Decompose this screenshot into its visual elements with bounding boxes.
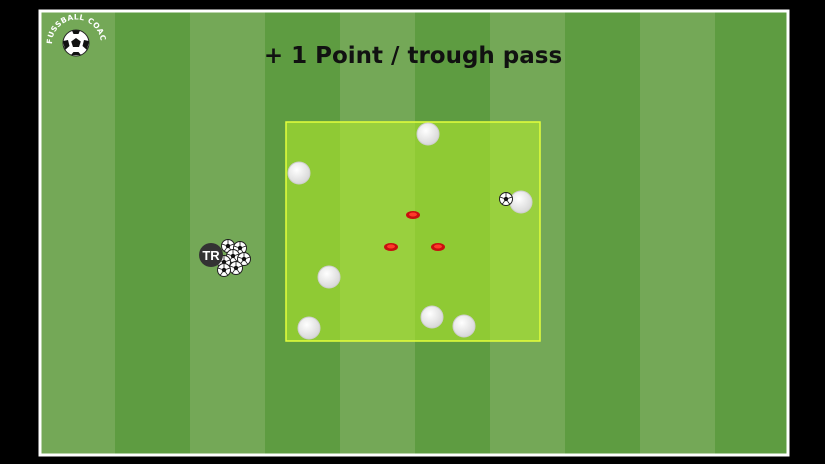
playing-zone bbox=[285, 121, 541, 342]
soccer-ball-icon bbox=[62, 29, 90, 57]
player bbox=[416, 122, 440, 146]
player bbox=[297, 316, 321, 340]
player bbox=[420, 305, 444, 329]
player bbox=[287, 161, 311, 185]
cone bbox=[431, 243, 445, 251]
coach-marker: TR bbox=[199, 243, 223, 267]
coach-label: TR bbox=[202, 248, 220, 263]
player bbox=[317, 265, 341, 289]
players bbox=[287, 122, 533, 340]
cones bbox=[384, 211, 445, 251]
ball-icon bbox=[229, 261, 243, 275]
cone bbox=[406, 211, 420, 219]
drill-title: + 1 Point / trough pass bbox=[264, 43, 562, 69]
cone bbox=[384, 243, 398, 251]
player bbox=[452, 314, 476, 338]
ball-icon bbox=[499, 192, 513, 206]
player bbox=[509, 190, 533, 214]
ball-icon bbox=[217, 263, 231, 277]
